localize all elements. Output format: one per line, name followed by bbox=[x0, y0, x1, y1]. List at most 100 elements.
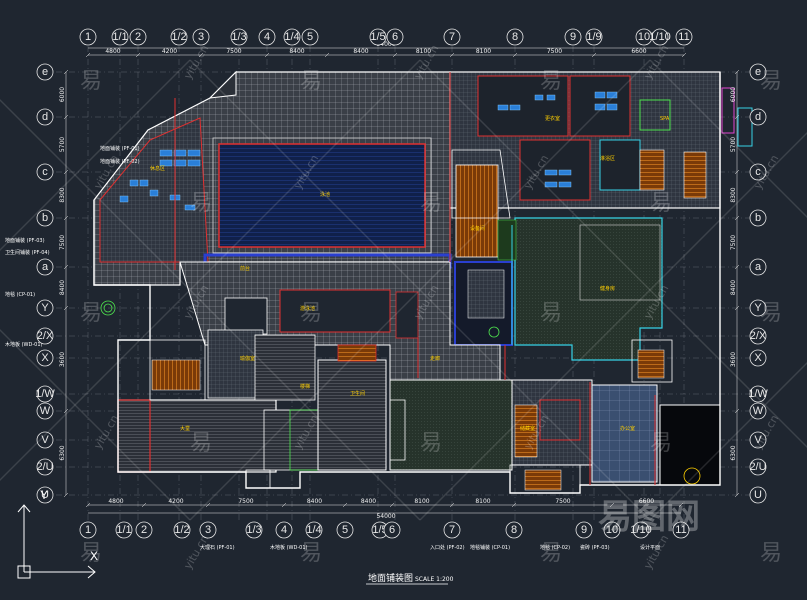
watermark-char: 易 bbox=[760, 69, 782, 94]
dim-top: 7500 bbox=[226, 48, 241, 55]
axis-bubble-left: b bbox=[36, 209, 54, 227]
room-label: 健身房 bbox=[600, 285, 615, 292]
watermark-char: 易 bbox=[80, 541, 102, 566]
dim-right: 3600 bbox=[730, 352, 737, 367]
dim-top: 7500 bbox=[547, 48, 562, 55]
dim-right: 6000 bbox=[730, 87, 737, 102]
svg-text:a: a bbox=[755, 261, 762, 273]
room-label: 淋浴区 bbox=[600, 155, 615, 162]
svg-text:V: V bbox=[754, 434, 762, 446]
dim-top: 8100 bbox=[476, 48, 491, 55]
svg-text:2/X: 2/X bbox=[37, 330, 54, 342]
watermark-url: yitu.cn bbox=[91, 413, 121, 452]
activity-hall bbox=[389, 379, 513, 471]
axis-bubble-top: 1/4 bbox=[283, 28, 301, 46]
axis-bubble-left: V bbox=[36, 431, 54, 449]
room-label: 泳池 bbox=[320, 191, 330, 198]
axis-bubble-top: 1/9 bbox=[585, 28, 603, 46]
dim-top: 8400 bbox=[353, 48, 368, 55]
svg-text:1/4: 1/4 bbox=[284, 31, 299, 43]
svg-text:1: 1 bbox=[85, 524, 91, 536]
room-label: 瑜伽室 bbox=[240, 355, 255, 362]
svg-text:X: X bbox=[41, 352, 49, 364]
axis-bubble-right: 2/U bbox=[749, 458, 767, 476]
room-label: 游泳池 bbox=[300, 305, 315, 312]
watermark-char: 易 bbox=[80, 301, 102, 326]
axis-bubble-top: 1 bbox=[79, 28, 97, 46]
svg-text:c: c bbox=[42, 166, 48, 178]
svg-text:10: 10 bbox=[638, 31, 650, 43]
svg-text:1/3: 1/3 bbox=[231, 31, 246, 43]
svg-text:11: 11 bbox=[675, 524, 686, 536]
axis-bubble-bottom: 1/3 bbox=[245, 521, 263, 539]
svg-text:e: e bbox=[42, 66, 48, 78]
svg-text:Y: Y bbox=[41, 302, 49, 314]
dim-bottom: 6600 bbox=[639, 498, 654, 505]
dim-bottom: 4800 bbox=[108, 498, 123, 505]
dimension-lines bbox=[63, 47, 740, 514]
axis-bubble-right: U bbox=[749, 486, 767, 504]
svg-text:c: c bbox=[755, 166, 761, 178]
brand-watermark: 易图网 bbox=[598, 497, 700, 537]
dim-right: 8400 bbox=[730, 280, 737, 295]
svg-text:d: d bbox=[755, 111, 761, 123]
svg-text:4: 4 bbox=[281, 524, 287, 536]
watermark-char: 易 bbox=[540, 541, 562, 566]
dim-top: 4800 bbox=[105, 48, 120, 55]
axis-bubble-top: 9 bbox=[564, 28, 582, 46]
svg-text:9: 9 bbox=[570, 31, 576, 43]
room-label: 大堂 bbox=[180, 425, 190, 432]
svg-text:e: e bbox=[755, 66, 761, 78]
axis-bubble-bottom: 3 bbox=[199, 521, 217, 539]
legend-callout: 地毯 (CP-01) bbox=[5, 291, 35, 298]
ucs-y-label: Y bbox=[40, 488, 48, 502]
watermark-char: 易 bbox=[190, 191, 212, 216]
dim-right: 5700 bbox=[730, 137, 737, 152]
svg-text:W: W bbox=[40, 405, 51, 417]
svg-text:2/U: 2/U bbox=[36, 461, 53, 473]
axis-bubble-left: Y bbox=[36, 299, 54, 317]
axis-bubble-left: a bbox=[36, 258, 54, 276]
axis-bubble-bottom: 9 bbox=[575, 521, 593, 539]
axis-bubble-left: 1/W bbox=[35, 385, 55, 403]
axis-bubble-top: 8 bbox=[506, 28, 524, 46]
room-label: 走廊 bbox=[430, 355, 440, 362]
bottom-callout: 设计平面 bbox=[640, 544, 660, 551]
svg-text:1/10: 1/10 bbox=[649, 31, 670, 43]
svg-text:1/W: 1/W bbox=[35, 388, 55, 400]
svg-text:U: U bbox=[41, 489, 49, 501]
watermark-char: 易 bbox=[650, 431, 672, 456]
bottom-callout: 木地板 (WD-01) bbox=[270, 544, 308, 551]
axis-bubble-right: 1/W bbox=[748, 385, 768, 403]
floor-plan bbox=[93, 70, 753, 494]
legend-callout: 地面铺装 (PF-02) bbox=[100, 158, 140, 165]
spa-room bbox=[117, 399, 277, 473]
watermark-char: 易 bbox=[190, 431, 212, 456]
watermark-char: 易 bbox=[650, 191, 672, 216]
svg-text:6: 6 bbox=[392, 31, 398, 43]
axis-bubble-left: U bbox=[36, 486, 54, 504]
room-label: 前台 bbox=[240, 265, 250, 272]
axis-bubble-left: c bbox=[36, 163, 54, 181]
axis-bubble-left: 2/X bbox=[36, 327, 54, 345]
axis-bubble-bottom: 10 bbox=[603, 521, 621, 539]
watermark-char: 易 bbox=[300, 69, 322, 94]
dim-left: 6300 bbox=[59, 445, 66, 460]
svg-text:b: b bbox=[42, 212, 48, 224]
svg-text:d: d bbox=[42, 111, 48, 123]
bottom-callout: 大理石 (PF-01) bbox=[200, 544, 235, 551]
axis-bubble-bottom: 1/10 bbox=[630, 521, 652, 539]
bottom-callouts: 大理石 (PF-01)木地板 (WD-01)入口处 (PF-02)地毯铺装 (C… bbox=[200, 544, 660, 551]
dim-left: 3600 bbox=[59, 352, 66, 367]
axis-bubble-bottom: 4 bbox=[275, 521, 293, 539]
svg-text:2/X: 2/X bbox=[750, 330, 767, 342]
room-label: 设备间 bbox=[470, 225, 485, 232]
svg-text:6: 6 bbox=[389, 524, 395, 536]
svg-text:W: W bbox=[753, 405, 764, 417]
watermark-char: 易 bbox=[540, 301, 562, 326]
axis-bubble-right: d bbox=[749, 108, 767, 126]
axis-bubble-left: W bbox=[36, 402, 54, 420]
